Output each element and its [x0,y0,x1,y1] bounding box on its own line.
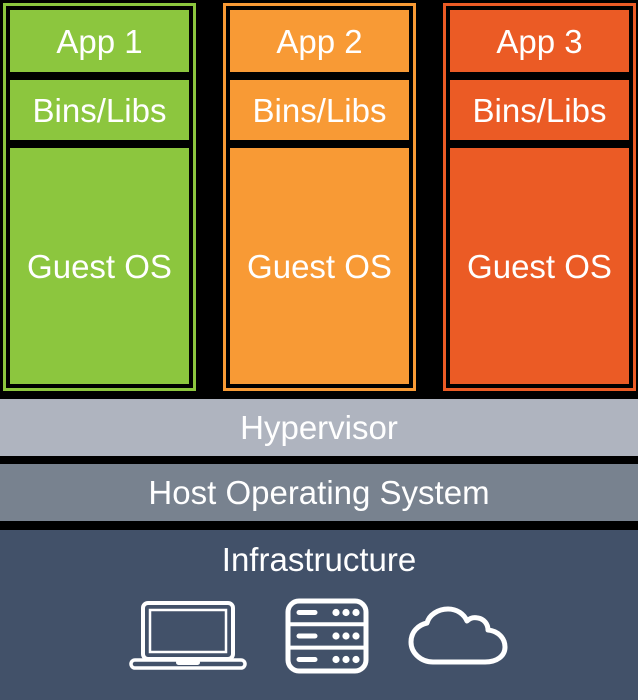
app-block: App 2 [230,10,409,72]
laptop-icon [129,601,247,671]
guest-os-block: Guest OS [450,148,629,384]
infrastructure-icons [129,598,509,674]
bins-libs-block: Bins/Libs [450,80,629,140]
server-rack-icon [285,598,369,674]
bins-libs-block: Bins/Libs [10,80,189,140]
guest-os-block: Guest OS [230,148,409,384]
bins-libs-block: Bins/Libs [230,80,409,140]
infrastructure-layer: Infrastructure [0,530,638,700]
divider [0,391,638,399]
app-block: App 1 [10,10,189,72]
vm-column-1: App 1 Bins/Libs Guest OS [3,3,196,391]
infrastructure-title: Infrastructure [221,541,417,578]
divider [0,521,638,530]
vm-column-2: App 2 Bins/Libs Guest OS [223,3,416,391]
divider [0,456,638,464]
vm-row: App 1 Bins/Libs Guest OS App 2 Bins/Libs… [3,3,636,391]
vm-column-3: App 3 Bins/Libs Guest OS [443,3,636,391]
host-os-layer: Host Operating System [0,464,638,521]
app-block: App 3 [450,10,629,72]
cloud-icon [407,605,509,667]
guest-os-block: Guest OS [10,148,189,384]
hypervisor-layer: Hypervisor [0,399,638,456]
